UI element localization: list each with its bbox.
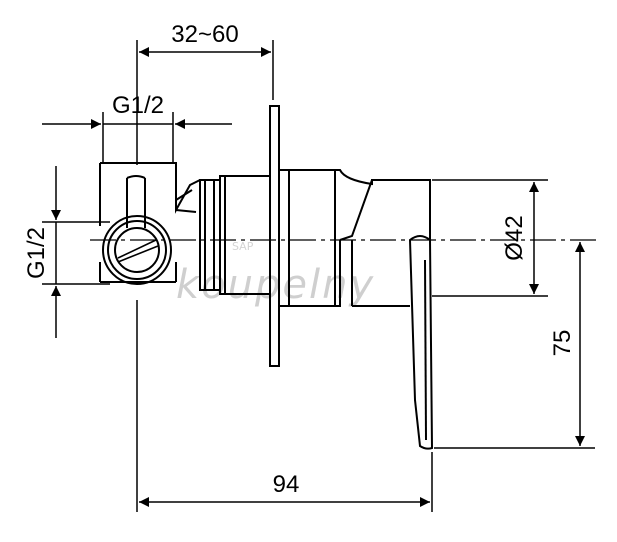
dim-diameter: Ø42 — [432, 179, 548, 297]
dim-pipe-depth: 32~60 — [136, 21, 274, 165]
dim-overall-length: 94 — [136, 300, 433, 512]
dim-pipe-depth-label: 32~60 — [171, 21, 238, 48]
dim-thread-top: G1/2 — [42, 92, 232, 163]
dim-height-label: 75 — [549, 330, 576, 357]
dim-thread-side: G1/2 — [23, 166, 110, 338]
cartridge-body — [199, 175, 271, 295]
inlet-fitting — [99, 162, 201, 285]
dim-height: 75 — [434, 242, 595, 449]
dim-thread-top-label: G1/2 — [112, 92, 164, 119]
watermark-small-text: SAP — [232, 240, 254, 253]
dim-diameter-label: Ø42 — [501, 215, 528, 260]
dim-overall-length-label: 94 — [273, 471, 300, 498]
mixer-body — [279, 169, 434, 450]
dim-thread-side-label: G1/2 — [23, 227, 50, 279]
wall-plate — [269, 105, 280, 367]
